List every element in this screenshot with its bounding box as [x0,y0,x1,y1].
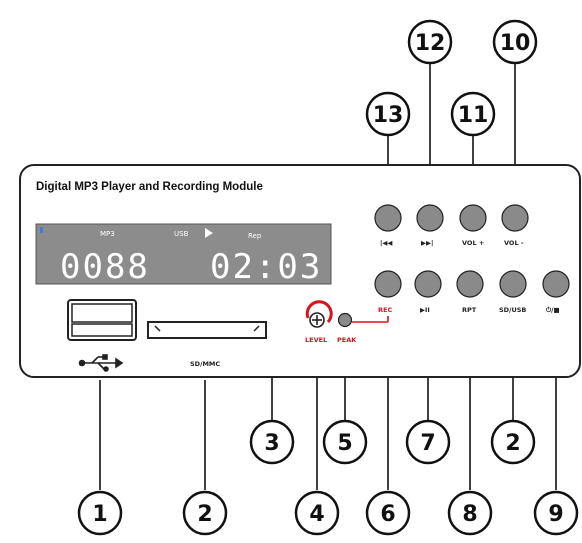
source-select-label: SD/USB [499,306,526,314]
level-knob[interactable] [305,300,333,328]
volume-down-button[interactable] [501,204,529,232]
callout-circle-12 [407,19,453,65]
volume-up-label: VOL + [462,239,484,247]
callout-circle-9 [533,490,579,536]
callout-circle-5 [322,419,368,465]
callout-circle-10 [492,19,538,65]
callout-number-10: 10 [500,31,531,56]
lcd-mp3-tag: MP3 [100,230,115,238]
lcd-screen [35,223,332,285]
power-stop-label: ⏻/■ [546,306,560,314]
callout-number-1: 1 [92,502,107,527]
callout-circle-4 [294,490,340,536]
lcd-indicator-icon [40,227,43,233]
callout-circle-13 [365,91,411,137]
usb-icon [78,354,124,372]
play-pause-label: ▶II [420,306,430,314]
play-pause-button[interactable] [414,270,442,298]
prev-track-label: |◀◀ [380,239,392,248]
callout-number-2b: 2 [505,431,520,456]
lcd-time: 02:03 [210,247,322,287]
repeat-button[interactable] [456,270,484,298]
callout-circle-6 [365,490,411,536]
usb-port[interactable] [67,299,137,341]
play-triangle-icon [205,228,213,238]
callout-numbers: 1 2 3 4 5 6 7 8 2 9 10 11 12 13 [92,31,563,527]
record-button[interactable] [374,270,402,298]
prev-track-button[interactable] [374,204,402,232]
peak-label: PEAK [337,336,357,344]
power-stop-button[interactable] [542,270,570,298]
callout-circle-11 [450,91,496,137]
source-select-button[interactable] [499,270,527,298]
lcd-track-number: 0088 [60,247,150,287]
callout-number-12: 12 [415,31,446,56]
lcd-display: MP3 USB Rep 0088 02:03 [35,223,332,287]
callout-circle-1 [77,490,123,536]
callout-number-7: 7 [420,431,435,456]
callout-number-4: 4 [309,502,324,527]
callout-number-13: 13 [373,103,404,128]
callout-number-11: 11 [458,103,489,128]
rec-label: REC [378,306,392,314]
lcd-usb-tag: USB [174,230,189,238]
next-track-button[interactable] [416,204,444,232]
sd-slot-label: SD/MMC [190,360,220,368]
callout-circle-7 [405,419,451,465]
callout-number-5: 5 [337,431,352,456]
callout-circle-2a [182,490,228,536]
peak-led-icon [337,312,353,328]
callout-number-2a: 2 [197,502,212,527]
callout-number-9: 9 [548,502,563,527]
callout-number-6: 6 [380,502,395,527]
callout-circle-2b [490,419,536,465]
callout-circle-3 [249,419,295,465]
sd-card-slot[interactable] [147,321,267,339]
callout-number-8: 8 [462,502,477,527]
callout-number-3: 3 [264,431,279,456]
rec-connector [352,316,389,323]
volume-down-label: VOL - [504,239,524,247]
repeat-label: RPT [462,306,477,314]
callout-circles [77,19,579,536]
volume-up-button[interactable] [459,204,487,232]
lcd-rep-tag: Rep [248,232,262,240]
callout-circle-8 [447,490,493,536]
next-track-label: ▶▶| [421,239,433,248]
level-label: LEVEL [305,336,327,344]
panel-title: Digital MP3 Player and Recording Module [36,181,263,193]
